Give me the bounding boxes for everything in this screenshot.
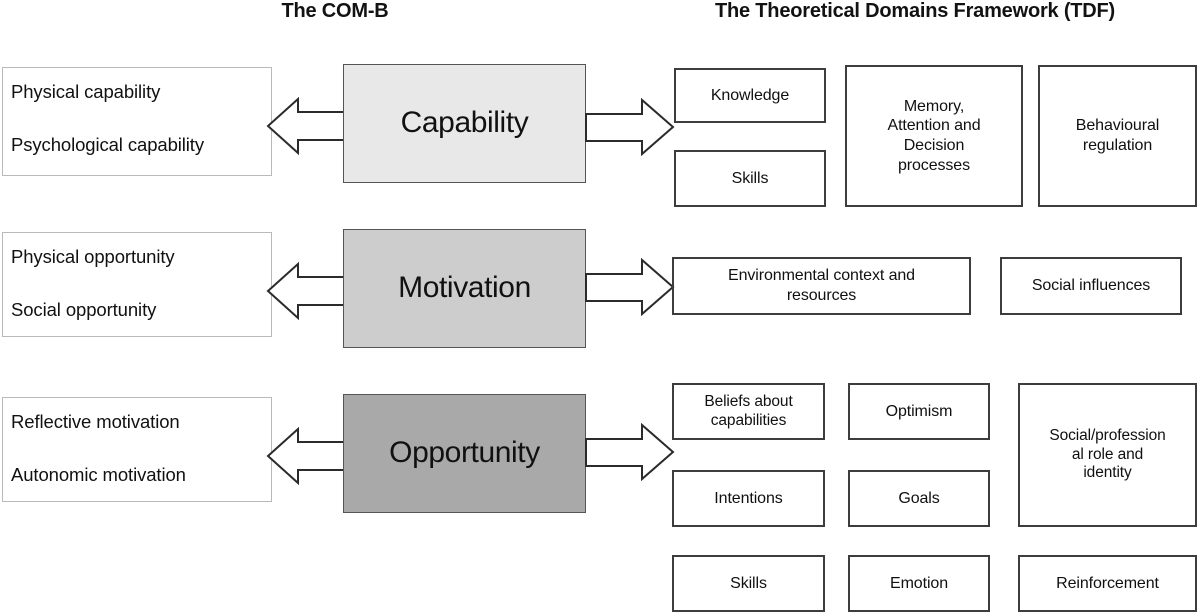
descriptor-line-psychological-capability: Psychological capability	[11, 133, 204, 155]
environmental-line-1: Environmental context and	[728, 267, 915, 285]
comb-component-opportunity[interactable]: Opportunity	[343, 394, 586, 513]
tdf-domain-memory-attention-decision[interactable]: Memory, Attention and Decision processes	[845, 65, 1023, 207]
comb-component-capability[interactable]: Capability	[343, 64, 586, 183]
page-title-comb: The COM-B	[281, 0, 389, 22]
tdf-domain-optimism[interactable]: Optimism	[848, 383, 990, 440]
tdf-domain-behavioural-regulation[interactable]: Behavioural regulation	[1038, 65, 1197, 207]
tdf-domain-environmental-context-resources[interactable]: Environmental context and resources	[672, 257, 971, 315]
descriptor-line-reflective-motivation: Reflective motivation	[11, 411, 180, 432]
right-block-arrow-opportunity	[585, 422, 675, 482]
comb-descriptor-motivation: Physical opportunity Social opportunity	[2, 232, 272, 337]
tdf-domain-social-influences[interactable]: Social influences	[1000, 257, 1182, 315]
tdf-domain-skills-capability[interactable]: Skills	[674, 150, 826, 207]
tdf-domain-emotion[interactable]: Emotion	[848, 555, 990, 612]
role-line-1: Social/profession	[1049, 426, 1166, 444]
role-line-2: al role and	[1071, 445, 1144, 463]
descriptor-line-physical-capability: Physical capability	[11, 81, 161, 102]
descriptor-line-physical-opportunity: Physical opportunity	[11, 246, 175, 267]
descriptor-line-social-opportunity: Social opportunity	[11, 298, 157, 320]
left-block-arrow-motivation	[266, 261, 347, 321]
tdf-domain-social-professional-role-identity[interactable]: Social/profession al role and identity	[1018, 383, 1197, 527]
behavioural-line-1: Behavioural	[1075, 117, 1160, 135]
tdf-domain-intentions[interactable]: Intentions	[672, 470, 825, 527]
page-title-tdf: The Theoretical Domains Framework (TDF)	[714, 0, 1116, 22]
memory-line-2: Attention and	[887, 117, 981, 135]
memory-line-1: Memory,	[903, 97, 965, 115]
tdf-domain-skills-opportunity[interactable]: Skills	[672, 555, 825, 612]
memory-line-3: Decision	[903, 137, 965, 154]
tdf-domain-goals[interactable]: Goals	[848, 470, 990, 527]
role-line-3: identity	[1083, 464, 1132, 482]
beliefs-line-1: Beliefs about	[704, 392, 793, 410]
tdf-domain-knowledge[interactable]: Knowledge	[674, 68, 826, 123]
tdf-domain-beliefs-about-capabilities[interactable]: Beliefs about capabilities	[672, 383, 825, 440]
memory-line-4: processes	[897, 156, 971, 174]
comb-component-motivation[interactable]: Motivation	[343, 229, 586, 348]
tdf-domain-reinforcement[interactable]: Reinforcement	[1018, 555, 1197, 612]
beliefs-line-2: capabilities	[710, 411, 787, 429]
comb-descriptor-opportunity: Reflective motivation Autonomic motivati…	[2, 397, 272, 502]
left-block-arrow-capability	[266, 96, 347, 156]
behavioural-line-2: regulation	[1082, 137, 1153, 154]
right-block-arrow-motivation	[585, 257, 675, 317]
left-block-arrow-opportunity	[266, 426, 347, 486]
environmental-line-2: resources	[786, 287, 857, 304]
descriptor-line-autonomic-motivation: Autonomic motivation	[11, 463, 186, 485]
right-block-arrow-capability	[585, 97, 675, 157]
comb-descriptor-capability: Physical capability Psychological capabi…	[2, 67, 272, 176]
